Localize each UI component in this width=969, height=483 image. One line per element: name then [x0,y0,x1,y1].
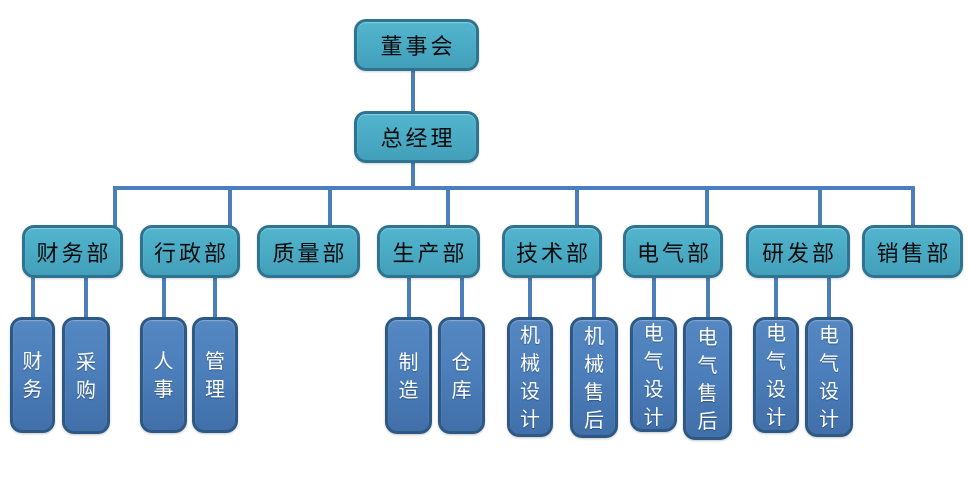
dept-node-label: 财务部 [36,241,112,267]
sub-dept-node-label: 管理 [205,349,225,401]
dept-node-label: 销售部 [876,241,952,267]
sub-dept-node-label: 仓库 [451,349,472,402]
connector-subdept-line [652,275,656,321]
sub-dept-node-label: 电气设计 [643,320,664,429]
dept-node: 生产部 [377,225,480,278]
connector-subdept-line [213,275,217,321]
sub-dept-node-label: 电气设计 [819,323,839,431]
dept-node: 研发部 [746,225,850,278]
node-general-manager: 总经理 [354,111,479,163]
sub-dept-node-label: 采购 [76,349,96,402]
connector-dept-drop-line [818,186,822,230]
connector-dept-drop-line [575,186,579,230]
dept-node: 质量部 [257,225,360,278]
sub-dept-node-label: 机械售后 [584,323,604,432]
connector-dept-drop-line [705,186,709,230]
sub-dept-node: 财务 [10,317,55,433]
sub-dept-node: 机械售后 [570,317,618,438]
dept-node-label: 研发部 [761,241,837,267]
sub-dept-node-label: 制造 [398,349,419,402]
sub-dept-node: 人事 [140,317,187,433]
connector-bus-line [113,186,915,190]
node-label: 总经理 [380,127,456,152]
sub-dept-node: 采购 [62,317,110,434]
sub-dept-node-label: 机械设计 [520,323,540,431]
sub-dept-node-label: 电气售后 [697,324,718,433]
dept-node-label: 电气部 [636,241,712,267]
sub-dept-node: 仓库 [438,317,485,434]
connector-root-manager-line [411,68,415,114]
sub-dept-node-label: 电气设计 [766,321,786,429]
dept-node: 电气部 [623,225,723,278]
sub-dept-node-label: 财务 [22,349,43,401]
node-board-of-directors: 董事会 [354,19,479,71]
sub-dept-node: 电气设计 [753,317,799,433]
sub-dept-node: 机械设计 [507,317,553,437]
sub-dept-node-label: 人事 [153,349,174,401]
connector-subdept-line [460,275,464,321]
dept-node: 财务部 [22,225,123,278]
dept-node: 行政部 [140,225,240,278]
connector-dept-drop-line [328,186,332,230]
sub-dept-node: 电气设计 [630,317,677,432]
sub-dept-node: 电气设计 [805,317,853,437]
connector-subdept-line [528,275,532,321]
connector-subdept-line [706,275,710,321]
connector-dept-drop-line [113,186,117,230]
dept-node-label: 质量部 [272,241,348,267]
connector-subdept-line [31,275,35,321]
connector-dept-drop-line [446,186,450,230]
sub-dept-node: 制造 [385,317,432,434]
node-label: 董事会 [380,35,456,60]
connector-subdept-line [162,275,166,321]
dept-node-label: 生产部 [392,241,468,267]
dept-node-label: 行政部 [153,241,229,267]
connector-subdept-line [407,275,411,321]
dept-node: 销售部 [862,225,963,278]
sub-dept-node: 管理 [192,317,238,433]
connector-dept-drop-line [911,186,915,230]
connector-subdept-line [592,275,596,321]
connector-subdept-line [827,275,831,321]
connector-subdept-line [84,275,88,321]
connector-manager-bus-line [411,160,415,190]
dept-node: 技术部 [502,225,602,278]
connector-subdept-line [774,275,778,321]
connector-dept-drop-line [228,186,232,230]
sub-dept-node: 电气售后 [683,317,732,440]
dept-node-label: 技术部 [515,241,591,267]
